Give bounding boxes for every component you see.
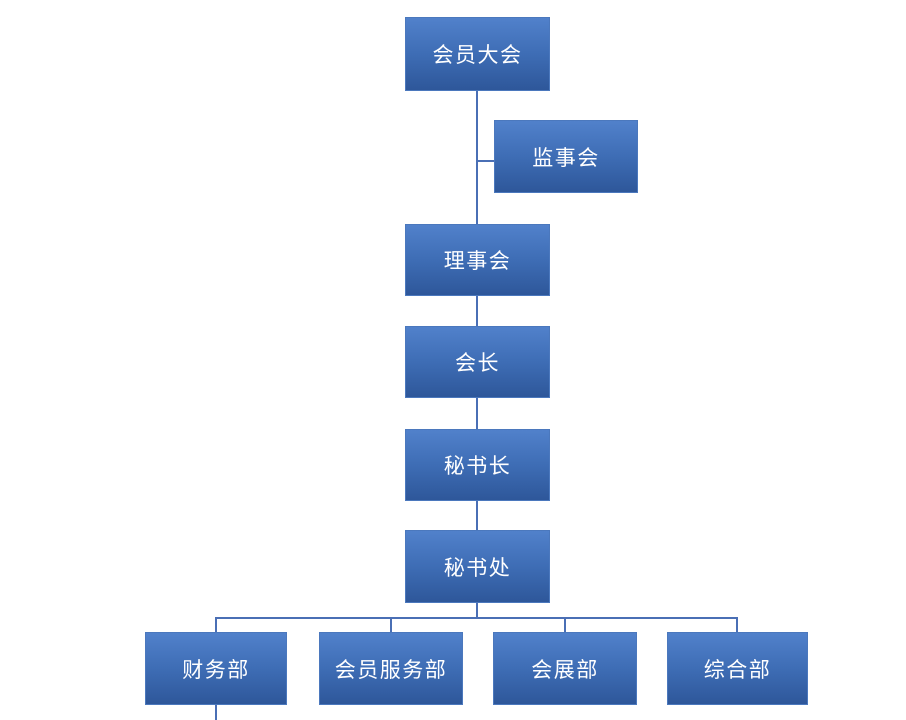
org-node-supervisory-board: 监事会 — [494, 120, 638, 193]
connector-president-to-secretary-general — [476, 398, 478, 429]
connector-secretariat-to-bus — [476, 603, 478, 618]
connector-stub-to-supervisory-board — [478, 160, 494, 162]
org-node-member-assembly: 会员大会 — [405, 17, 550, 91]
connector-secretary-general-to-secretariat — [476, 501, 478, 530]
org-node-member-services-dept: 会员服务部 — [319, 632, 463, 705]
connector-drop-finance-dept — [215, 618, 217, 632]
org-node-secretary-general: 秘书长 — [405, 429, 550, 501]
connector-drop-exhibition-dept — [564, 618, 566, 632]
connector-departments-bus — [215, 617, 738, 619]
org-node-council: 理事会 — [405, 224, 550, 296]
org-node-president: 会长 — [405, 326, 550, 398]
org-node-general-dept: 综合部 — [667, 632, 808, 705]
org-node-finance-dept: 财务部 — [145, 632, 287, 705]
connector-drop-member-services-dept — [390, 618, 392, 632]
org-node-exhibition-dept: 会展部 — [493, 632, 637, 705]
connector-drop-general-dept — [736, 618, 738, 632]
connector-assembly-to-council — [476, 91, 478, 224]
connector-council-to-president — [476, 296, 478, 326]
org-node-secretariat: 秘书处 — [405, 530, 550, 603]
connector-below-finance-dept — [215, 705, 217, 720]
